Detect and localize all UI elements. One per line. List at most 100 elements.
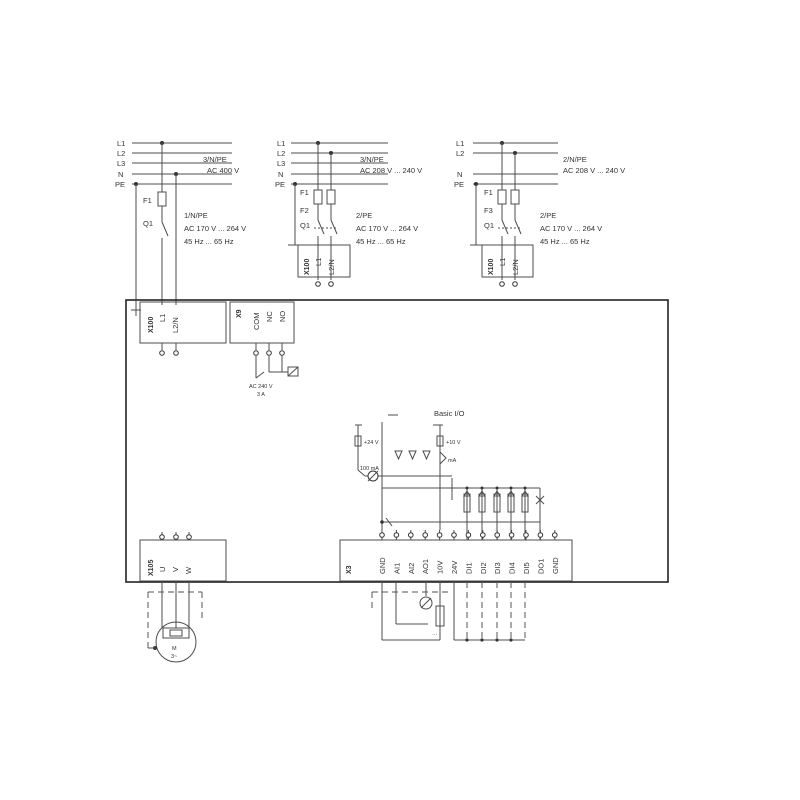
pin-label: L1: [498, 258, 507, 266]
x3-pin-terminal: [508, 532, 515, 538]
pin-label: NC: [265, 311, 274, 322]
motor-icon: [155, 621, 197, 663]
x105-motor-block: X105 U V W M 3~: [139, 532, 227, 663]
terminal-label: X9: [236, 309, 243, 318]
pin-label: L2/N: [327, 259, 336, 275]
fuse-f1: [313, 189, 323, 205]
x3-pin-label: DI3: [493, 562, 502, 574]
pin-label: W: [184, 566, 193, 574]
bus-label: L3: [117, 159, 125, 168]
aux-network-label: 2/PE: [356, 211, 372, 220]
aux-voltage-label: AC 170 V ... 264 V: [540, 224, 602, 233]
basic-io-title: Basic I/O: [434, 409, 465, 418]
x3-pin-label: DI1: [464, 562, 473, 574]
x3-pin-label: GND: [551, 557, 560, 574]
network-label: 2/N/PE: [563, 155, 587, 164]
fuse-label: F2: [300, 206, 309, 215]
terminal-label: X105: [148, 560, 155, 576]
relay-rating-voltage: AC 240 V: [249, 384, 273, 390]
drive-enclosure: [125, 299, 669, 583]
fuse-f1: [157, 191, 167, 207]
network-label: 3/N/PE: [203, 155, 227, 164]
aux-voltage-label: AC 170 V ... 264 V: [356, 224, 418, 233]
motor-phase-label: 3~: [171, 654, 177, 660]
x3-pin-terminal: [451, 532, 457, 538]
pin-label: V: [171, 567, 180, 572]
x3-pin-terminal: [393, 532, 400, 538]
x3-pin-terminal: [480, 532, 486, 538]
x3-pin-terminal: [523, 532, 529, 538]
aux-voltage-label: AC 170 V ... 264 V: [184, 224, 246, 233]
bus-label: PE: [454, 180, 464, 189]
network-label: 3/N/PE: [360, 155, 384, 164]
x3-pin-label: AO1: [421, 559, 430, 574]
x3-pin-label: 10V: [436, 561, 445, 574]
x3-pin-label: DI5: [522, 562, 531, 574]
aux-frequency-label: 45 Hz ... 65 Hz: [540, 237, 590, 246]
x3-pin-label: GND: [378, 557, 387, 574]
relay-rating-current: 3 A: [257, 392, 265, 398]
fuse-label: F1: [300, 188, 309, 197]
fuse-label: F1: [484, 188, 493, 197]
pin-label: L1: [314, 258, 323, 266]
aux-frequency-label: 45 Hz ... 65 Hz: [184, 237, 234, 246]
supply-right: L1 L2 N PE 2/N/PE AC 208 V ... 240 V F1 …: [454, 139, 625, 287]
relay-load-icon: [287, 366, 299, 377]
terminal-x100: [297, 244, 351, 278]
v24-label: +24 V: [364, 440, 379, 446]
pin-label: L2/N: [171, 317, 180, 333]
switch-q1: [161, 221, 169, 237]
current-limit-label: 100 mA: [360, 466, 379, 472]
x3-pin-terminal: [465, 532, 472, 538]
terminal-note: …: [432, 631, 438, 637]
x9-relay-block: X9 COM NC NO AC 240 V 3 A: [229, 301, 299, 398]
pin-label: COM: [252, 313, 261, 331]
bus-label: L1: [277, 139, 285, 148]
x3-pin-terminal: [379, 532, 385, 538]
fuse-f2: [326, 189, 336, 205]
x3-pin-terminal: [537, 532, 544, 538]
bus-label: N: [118, 170, 123, 179]
switch-label: Q1: [143, 219, 153, 228]
x3-pin-label: DI2: [479, 562, 488, 574]
switch-label: Q1: [484, 221, 494, 230]
aux-network-label: 2/PE: [540, 211, 556, 220]
terminal-label: X3: [346, 565, 353, 574]
terminal-label: X100: [488, 259, 495, 275]
fuse-label: F3: [484, 206, 493, 215]
aux-network-label: 1/N/PE: [184, 211, 208, 220]
v10-label: +10 V: [446, 440, 461, 446]
voltage-label: AC 208 V ... 240 V: [360, 166, 422, 175]
pin-label: NO: [278, 311, 287, 322]
bus-label: PE: [115, 180, 125, 189]
supply-middle: L1 L2 L3 N PE 3/N/PE AC 208 V ... 240 V …: [275, 139, 422, 287]
fuse-f3: [510, 189, 520, 205]
x3-pin-label: 24V: [450, 561, 459, 574]
voltage-label: AC 208 V ... 240 V: [563, 166, 625, 175]
bus-label: PE: [275, 180, 285, 189]
pin-label: U: [158, 567, 167, 572]
x3-pin-label: DO1: [536, 559, 545, 574]
switch-label: Q1: [300, 221, 310, 230]
aux-frequency-label: 45 Hz ... 65 Hz: [356, 237, 406, 246]
x3-pin-label: AI1: [392, 563, 401, 574]
x3-pin-terminal: [408, 532, 414, 538]
x3-pin-terminal: [494, 532, 501, 538]
x3-pin-terminal: [552, 532, 558, 538]
x100-terminal-block: X100 L1 L2/N: [139, 301, 227, 356]
terminal-x100: [481, 244, 534, 278]
x3-pin-terminal: [422, 532, 429, 538]
pin-label: L1: [158, 314, 167, 322]
di-input-stages: [463, 486, 545, 540]
bus-label: L2: [456, 149, 464, 158]
basic-io-circuit: Basic I/O +24 V 100 mA +10 V mA: [354, 409, 545, 540]
pin-label: L2/N: [511, 259, 520, 275]
terminal-label: X100: [304, 259, 311, 275]
bus-label: L3: [277, 159, 285, 168]
bus-label: L1: [456, 139, 464, 148]
fuse-f1: [497, 189, 507, 205]
bus-label: N: [278, 170, 283, 179]
x3-pin-label: AI2: [407, 563, 416, 574]
x3-pin-terminal: [436, 532, 443, 538]
